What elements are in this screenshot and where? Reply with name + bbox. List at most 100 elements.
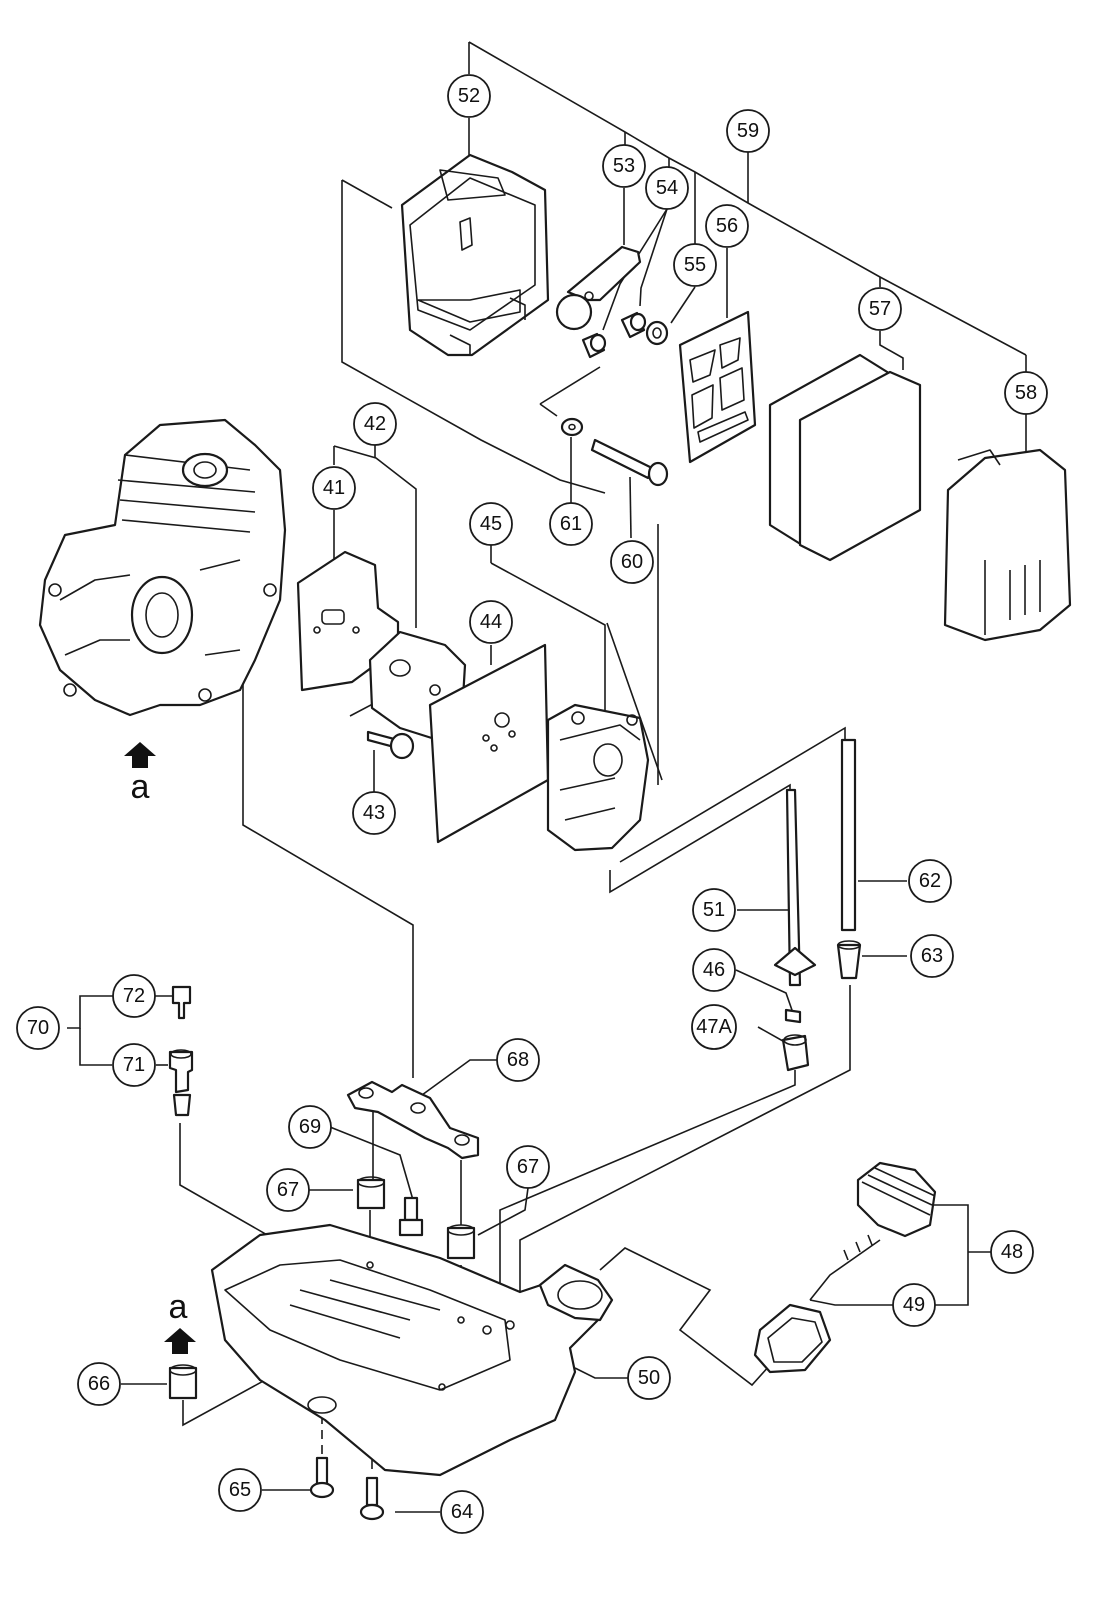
svg-text:67: 67 [517,1156,539,1178]
part-67-spacer-right [446,1224,476,1260]
part-43-screw [366,730,415,760]
svg-text:45: 45 [480,513,502,535]
callout-56: 56 [705,204,749,248]
svg-text:50: 50 [638,1367,660,1389]
callout-68: 68 [496,1038,540,1082]
part-67-spacer-left [356,1176,386,1210]
part-52-cleaner-case [400,153,550,357]
svg-text:46: 46 [703,959,725,981]
callout-41: 41 [312,466,356,510]
svg-text:64: 64 [451,1501,473,1523]
view-mark-letter: a [131,768,150,806]
callout-58: 58 [1004,371,1048,415]
callout-46: 46 [692,948,736,992]
callout-60: 60 [610,540,654,584]
callout-70: 70 [16,1006,60,1050]
svg-text:58: 58 [1015,382,1037,404]
svg-text:72: 72 [123,985,145,1007]
view-mark-a-upper: a [124,742,156,806]
part-60-bolt [590,438,669,487]
engine-crankcase [38,418,287,717]
callout-52: 52 [447,74,491,118]
callout-65: 65 [218,1468,262,1512]
part-62-return-pipe [840,738,857,932]
part-68-bracket [346,1080,480,1160]
svg-text:59: 59 [737,120,759,142]
callout-62: 62 [908,859,952,903]
svg-text:51: 51 [703,899,725,921]
part-66-bushing [168,1364,198,1400]
callout-47A: 47A [691,1004,737,1050]
callout-63: 63 [910,934,954,978]
part-58-cleaner-cover [943,448,1072,642]
part-46-clip [784,1008,802,1024]
callout-66: 66 [77,1362,121,1406]
svg-text:66: 66 [88,1373,110,1395]
part-54-bushing [581,311,647,359]
callout-43: 43 [352,791,396,835]
callout-59: 59 [726,109,770,153]
part-69-bolt [398,1196,424,1237]
part-45-carburetor [546,703,650,852]
part-55-collar [645,320,669,346]
part-63-grommet [836,940,862,980]
svg-text:62: 62 [919,870,941,892]
svg-text:47A: 47A [696,1016,732,1038]
svg-text:69: 69 [299,1116,321,1138]
callout-42: 42 [353,402,397,446]
leader-lines [67,41,1027,1513]
view-mark-a-lower: a [164,1288,196,1354]
view-mark-letter: a [169,1288,188,1326]
svg-text:60: 60 [621,551,643,573]
svg-text:56: 56 [716,215,738,237]
part-47A-filter [781,1034,810,1072]
svg-text:67: 67 [277,1179,299,1201]
callout-48: 48 [990,1230,1034,1274]
callout-69: 69 [288,1105,332,1149]
svg-text:55: 55 [684,254,706,276]
svg-text:48: 48 [1001,1241,1023,1263]
callout-57: 57 [858,287,902,331]
svg-text:42: 42 [364,413,386,435]
part-53-choke-lever [555,245,642,331]
callout-67-right: 67 [506,1145,550,1189]
part-49-fuel-filter [753,1234,881,1374]
callout-50: 50 [627,1356,671,1400]
svg-text:52: 52 [458,85,480,107]
svg-text:70: 70 [27,1017,49,1039]
svg-text:71: 71 [123,1054,145,1076]
part-56-plate [678,310,757,464]
callout-54: 54 [645,166,689,210]
callout-71: 71 [112,1043,156,1087]
part-50-fuel-tank [210,1223,614,1477]
callout-51: 51 [692,888,736,932]
callout-53: 53 [602,144,646,188]
part-51-suction-pipe [773,788,817,987]
svg-text:43: 43 [363,802,385,824]
callout-64: 64 [440,1490,484,1534]
svg-text:68: 68 [507,1049,529,1071]
svg-text:61: 61 [560,513,582,535]
part-48-tank-cap [856,1161,937,1238]
part-61-washer [560,417,584,437]
part-72-cap [171,985,192,1020]
part-64-screw [359,1476,385,1521]
callout-61: 61 [549,502,593,546]
callout-45: 45 [469,502,513,546]
callout-55: 55 [673,243,717,287]
callout-67-left: 67 [266,1168,310,1212]
svg-text:53: 53 [613,155,635,177]
svg-text:63: 63 [921,945,943,967]
part-65-screw [309,1456,335,1499]
part-57-element [768,353,922,562]
svg-text:65: 65 [229,1479,251,1501]
svg-text:49: 49 [903,1294,925,1316]
svg-text:44: 44 [480,611,502,633]
part-71-primer-pump [168,1049,194,1117]
part-41-gasket [296,550,400,692]
callout-72: 72 [112,974,156,1018]
callout-44: 44 [469,600,513,644]
callout-49: 49 [892,1283,936,1327]
svg-text:57: 57 [869,298,891,320]
